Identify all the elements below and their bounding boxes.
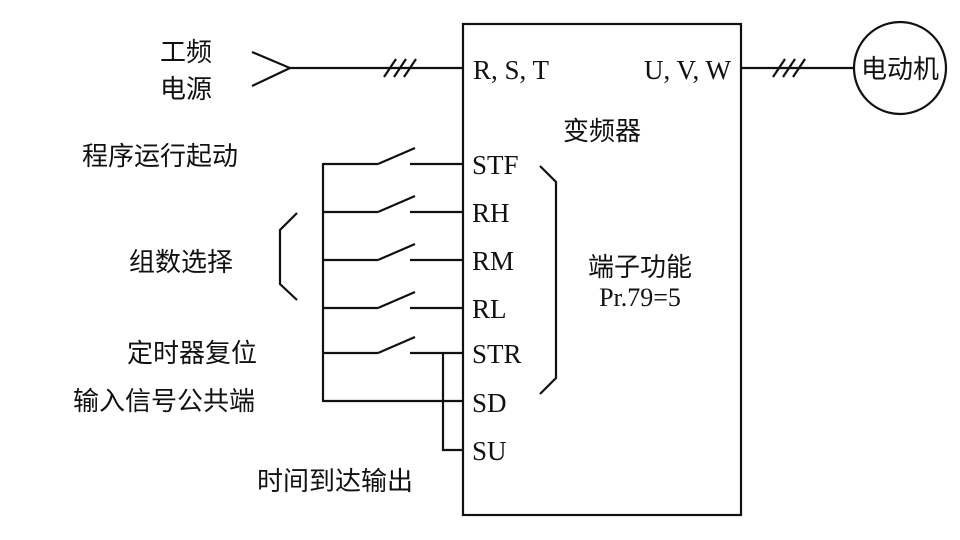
switch-rl <box>323 290 463 310</box>
inverter-box <box>461 22 743 517</box>
three-phase-mark-output <box>772 58 806 78</box>
su-output-line <box>441 353 463 452</box>
three-phase-mark-input <box>383 58 417 78</box>
timer-reset-label: 定时器复位 <box>127 339 257 369</box>
switch-rh <box>323 194 463 214</box>
group-select-bracket <box>278 212 298 301</box>
terminal-rl: RL <box>472 294 507 324</box>
motor-label: 电动机 <box>861 55 939 85</box>
terminal-sd: SD <box>472 388 507 418</box>
terminal-function-label: 端子功能 <box>588 253 692 283</box>
common-terminal-label: 输入信号公共端 <box>73 387 255 417</box>
inverter-title: 变频器 <box>563 117 641 147</box>
power-source-label-2: 电源 <box>160 75 212 105</box>
program-start-label: 程序运行起动 <box>82 142 238 172</box>
parameter-label: Pr.79=5 <box>599 283 681 312</box>
time-reached-output-label: 时间到达输出 <box>257 467 413 497</box>
terminal-rh: RH <box>472 198 510 228</box>
power-source-label-1: 工频 <box>160 38 212 68</box>
input-terminals-label: R, S, T <box>473 55 550 85</box>
power-source-arrow-icon <box>251 50 293 87</box>
group-select-label: 组数选择 <box>129 248 233 278</box>
terminal-su: SU <box>472 436 507 466</box>
terminal-stf: STF <box>472 150 519 180</box>
switch-rm <box>323 242 463 262</box>
terminal-rm: RM <box>472 246 514 276</box>
terminal-group-bracket <box>539 165 558 395</box>
motor-circle-icon <box>852 20 948 116</box>
terminal-str: STR <box>472 339 522 369</box>
output-terminals-label: U, V, W <box>644 55 732 85</box>
switch-str <box>323 335 463 355</box>
switch-stf <box>323 146 463 166</box>
